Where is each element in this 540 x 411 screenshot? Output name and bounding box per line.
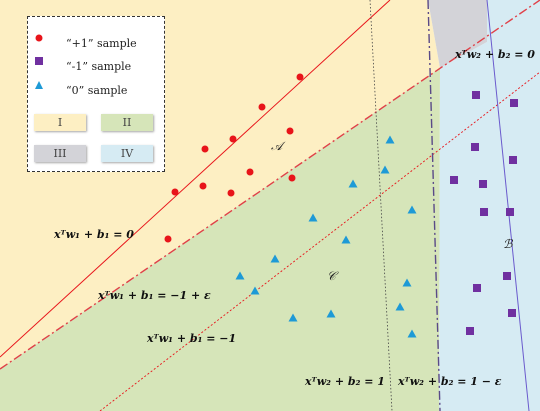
minus-one-sample-point bbox=[472, 91, 480, 99]
region-III bbox=[428, 0, 487, 68]
legend: “+1” sample “-1” sample “0” sample I II … bbox=[27, 16, 165, 172]
circle-marker-icon bbox=[35, 34, 43, 42]
minus-one-sample-point bbox=[466, 327, 474, 335]
zero-sample-point bbox=[395, 302, 405, 311]
line-w1-minus-one-plus-eps bbox=[0, 0, 540, 370]
triangle-marker-icon bbox=[35, 81, 43, 89]
minus-one-sample-point bbox=[473, 284, 481, 292]
region-label-A: 𝒜 bbox=[271, 139, 283, 153]
line-w2-zero bbox=[486, 0, 530, 411]
zero-sample-point bbox=[288, 313, 298, 322]
legend-label: “-1” sample bbox=[66, 59, 132, 73]
equation-w2-one: xᵀw₂ + b₂ = 1 bbox=[305, 375, 385, 388]
region-IV bbox=[439, 0, 540, 411]
plus-one-sample-point bbox=[164, 235, 172, 243]
zero-sample-point bbox=[407, 329, 417, 338]
zero-sample-point bbox=[341, 235, 351, 244]
line-w1-minus-one bbox=[99, 71, 540, 411]
minus-one-sample-point bbox=[450, 176, 458, 184]
plus-one-sample-point bbox=[227, 189, 235, 197]
equation-w1-zero: xᵀw₁ + b₁ = 0 bbox=[54, 228, 134, 241]
region-label-B: ℬ bbox=[503, 237, 513, 251]
legend-item-minus-one: “-1” sample bbox=[34, 56, 131, 76]
equation-w1-minus-one-plus-eps: xᵀw₁ + b₁ = −1 + ε bbox=[98, 289, 211, 302]
line-w2-one-minus-eps bbox=[427, 0, 441, 411]
legend-swatch-region-IV: IV bbox=[101, 145, 153, 162]
zero-sample-point bbox=[250, 286, 260, 295]
minus-one-sample-point bbox=[509, 156, 517, 164]
line-w1-zero bbox=[0, 0, 391, 358]
zero-sample-point bbox=[326, 309, 336, 318]
zero-sample-point bbox=[380, 165, 390, 174]
square-marker-icon bbox=[35, 57, 43, 65]
minus-one-sample-point bbox=[471, 143, 479, 151]
equation-w1-minus-one: xᵀw₁ + b₁ = −1 bbox=[147, 332, 237, 345]
legend-swatch-region-I: I bbox=[34, 114, 86, 131]
region-label-C: 𝒞 bbox=[327, 269, 336, 283]
region-II bbox=[0, 68, 440, 411]
plus-one-sample-point bbox=[199, 182, 207, 190]
plus-one-sample-point bbox=[229, 135, 237, 143]
sample-points bbox=[164, 73, 518, 338]
zero-sample-point bbox=[385, 135, 395, 144]
zero-sample-point bbox=[270, 254, 280, 263]
zero-sample-point bbox=[402, 278, 412, 287]
minus-one-sample-point bbox=[508, 309, 516, 317]
zero-sample-point bbox=[407, 205, 417, 214]
legend-item-zero: “0” sample bbox=[34, 80, 127, 100]
plus-one-sample-point bbox=[296, 73, 304, 81]
legend-label: “0” sample bbox=[66, 83, 128, 97]
minus-one-sample-point bbox=[510, 99, 518, 107]
legend-label: “+1” sample bbox=[66, 36, 137, 50]
legend-item-plus-one: “+1” sample bbox=[34, 33, 137, 53]
minus-one-sample-point bbox=[479, 180, 487, 188]
plus-one-sample-point bbox=[258, 103, 266, 111]
legend-swatch-region-III: III bbox=[34, 145, 86, 162]
plus-one-sample-point bbox=[286, 127, 294, 135]
legend-swatch-region-II: II bbox=[101, 114, 153, 131]
equation-w2-zero: xᵀw₂ + b₂ = 0 bbox=[455, 48, 535, 61]
zero-sample-point bbox=[308, 213, 318, 222]
minus-one-sample-point bbox=[506, 208, 514, 216]
plus-one-sample-point bbox=[171, 188, 179, 196]
plus-one-sample-point bbox=[201, 145, 209, 153]
plus-one-sample-point bbox=[246, 168, 254, 176]
plus-one-sample-point bbox=[288, 174, 296, 182]
minus-one-sample-point bbox=[480, 208, 488, 216]
minus-one-sample-point bbox=[503, 272, 511, 280]
zero-sample-point bbox=[235, 271, 245, 280]
equation-w2-one-minus-eps: xᵀw₂ + b₂ = 1 − ε bbox=[398, 375, 502, 388]
zero-sample-point bbox=[348, 179, 358, 188]
